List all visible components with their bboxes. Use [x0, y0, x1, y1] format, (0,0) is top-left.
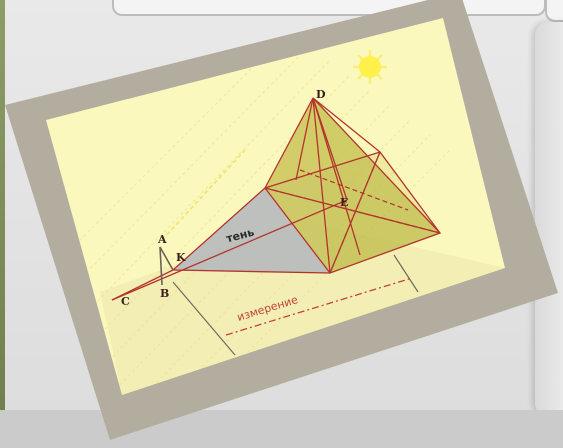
- point-a-label: A: [158, 233, 167, 246]
- slide-left-accent: [0, 0, 5, 448]
- measuring-stick: [159, 246, 174, 286]
- projection-lines: [172, 254, 419, 356]
- pyramid-shadow: [173, 188, 330, 273]
- pyramid-left-face: [265, 98, 330, 273]
- sun-icon: [353, 50, 387, 84]
- pyramid-hidden-lines: [264, 151, 441, 274]
- pyramid-back-face: [265, 98, 440, 233]
- right-side-panel: [535, 22, 563, 417]
- point-b-label: B: [160, 287, 170, 300]
- top-right-card: [545, 0, 563, 22]
- point-c-label: C: [121, 295, 130, 308]
- point-k-label: K: [176, 251, 186, 264]
- measurement-line: [225, 277, 413, 336]
- point-d-label: D: [316, 88, 326, 101]
- pyramid-right-face: [313, 98, 440, 273]
- point-e-label: E: [340, 196, 349, 209]
- bottom-band: [0, 410, 563, 448]
